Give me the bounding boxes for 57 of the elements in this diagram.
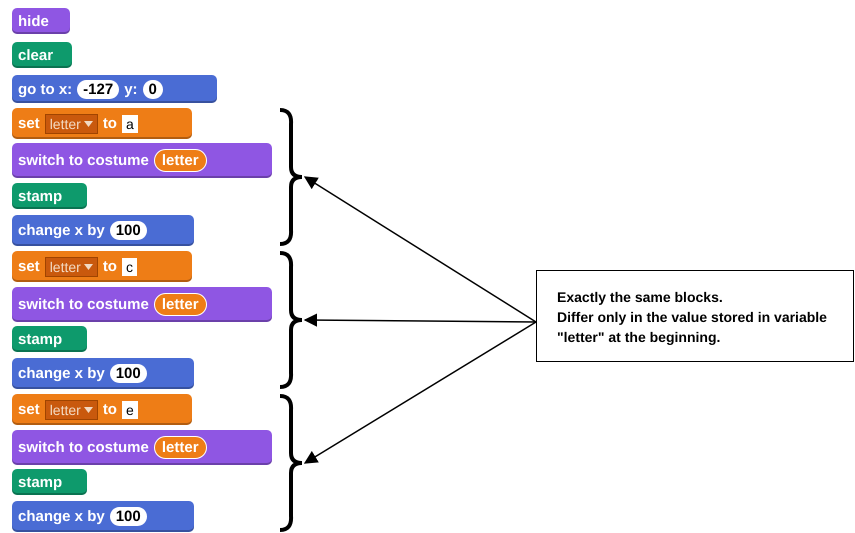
code-block (12, 8, 70, 34)
note-box (536, 270, 854, 362)
code-block (12, 108, 192, 139)
code-block (12, 42, 72, 68)
dropdown: letter (44, 114, 98, 134)
block-label: to (102, 401, 117, 418)
number-input: 100 (110, 221, 147, 240)
number-input: 100 (110, 364, 147, 383)
variable-reporter: letter (154, 436, 207, 459)
variable-reporter: letter (154, 149, 207, 172)
block-label: hide (18, 12, 49, 30)
block-label: stamp (18, 330, 62, 348)
arrow (304, 176, 536, 323)
code-block (12, 75, 217, 103)
code-block (12, 326, 87, 352)
block-label: switch to costume (18, 296, 149, 313)
code-block (12, 430, 272, 465)
variable-reporter: letter (154, 293, 207, 316)
block-label: switch to costume (18, 439, 149, 456)
block-label: change x by (18, 365, 105, 382)
block-label: to (102, 258, 117, 275)
block-label: switch to costume (18, 152, 149, 169)
code-block (12, 287, 272, 322)
code-block (12, 394, 192, 425)
code-block (12, 143, 272, 178)
block-label: y: (124, 80, 138, 98)
text-input: a (122, 114, 138, 132)
number-input: -127 (77, 80, 120, 98)
arrow (304, 313, 536, 327)
block-label: stamp (18, 188, 62, 204)
curly-bracket (280, 394, 304, 532)
dropdown: letter (44, 400, 98, 420)
text-input: c (122, 258, 137, 276)
text-input: e (122, 400, 138, 418)
number-input: 0 (142, 80, 163, 98)
block-label: to (102, 115, 117, 132)
block-label: change x by (18, 222, 105, 239)
code-block (12, 183, 87, 209)
number-input: 100 (110, 507, 147, 526)
note-text: Differ only in the value stored in variable "letter" at the beginning. (557, 308, 828, 347)
curly-bracket (280, 108, 304, 246)
block-label: stamp (18, 474, 62, 490)
code-block (12, 469, 87, 495)
code-block (12, 358, 194, 389)
block-label: change x by (18, 508, 105, 525)
block-label: set (18, 115, 40, 132)
curly-bracket (280, 251, 304, 389)
block-label: set (18, 401, 40, 418)
note-text: Exactly the same blocks. (557, 288, 724, 307)
block-label: clear (18, 46, 54, 64)
code-block (12, 251, 192, 282)
block-label: set (18, 258, 40, 275)
block-label: go to x: (18, 80, 72, 98)
code-block (12, 501, 194, 532)
dropdown: letter (44, 256, 98, 276)
code-block (12, 215, 194, 246)
arrow (304, 321, 536, 464)
